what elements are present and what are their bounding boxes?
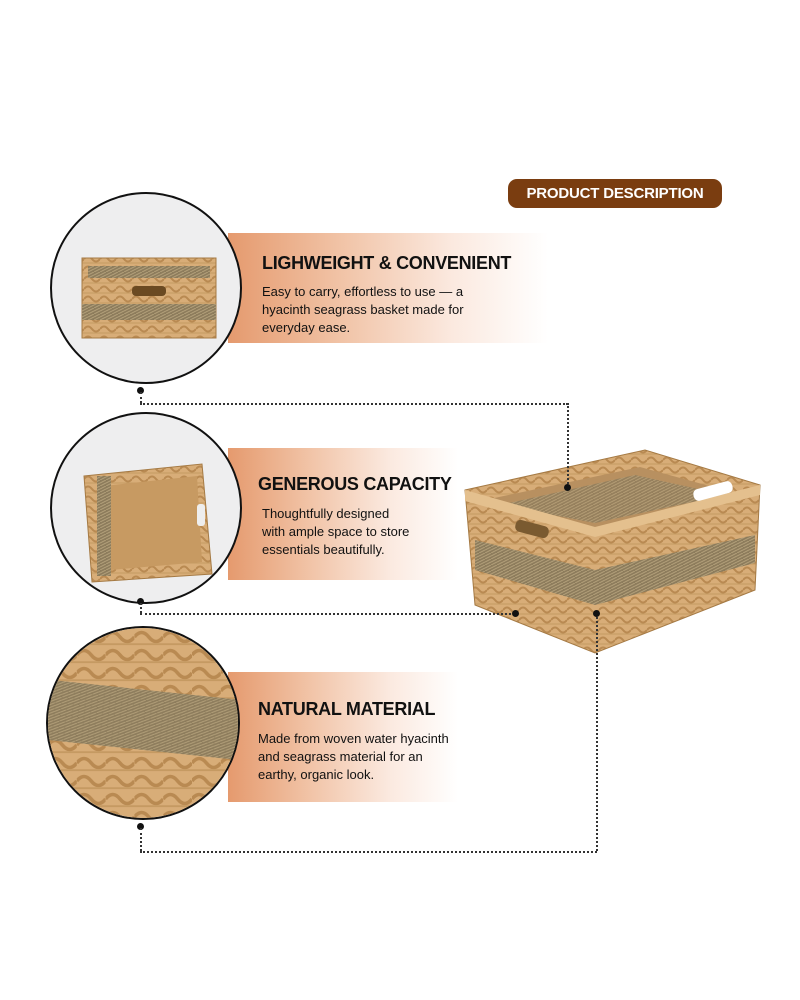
- feature-title: NATURAL MATERIAL: [258, 699, 436, 719]
- connector-line: [567, 403, 569, 487]
- feature-description: Thoughtfully designed with ample space t…: [262, 505, 409, 559]
- desc-line: Made from woven water hyacinth: [258, 731, 449, 746]
- feature-image-capacity: [50, 412, 242, 604]
- main-basket-image: [455, 445, 775, 660]
- feature-band-1: [228, 233, 548, 343]
- connector-dot: [137, 387, 144, 394]
- connector-line: [140, 403, 568, 405]
- desc-line: Easy to carry, effortless to use — a: [262, 284, 464, 299]
- desc-line: Thoughtfully designed: [262, 506, 390, 521]
- desc-line: everyday ease.: [262, 320, 351, 335]
- connector-dot: [593, 610, 600, 617]
- connector-line: [140, 828, 142, 851]
- connector-line: [596, 614, 598, 851]
- feature-title: LIGHWEIGHT & CONVENIENT: [262, 253, 512, 273]
- feature-description: Made from woven water hyacinth and seagr…: [258, 730, 449, 784]
- desc-line: with ample space to store: [262, 524, 410, 539]
- product-description-badge: PRODUCT DESCRIPTION: [508, 179, 722, 208]
- feature-image-lightweight: [50, 192, 242, 384]
- connector-line: [140, 851, 597, 853]
- connector-line: [140, 392, 142, 403]
- feature-image-material: [46, 626, 240, 820]
- connector-dot: [137, 598, 144, 605]
- connector-dot: [137, 823, 144, 830]
- feature-band-3: [228, 672, 458, 802]
- connector-line: [140, 613, 515, 615]
- desc-line: hyacinth seagrass basket made for: [262, 302, 464, 317]
- feature-band-2: [228, 448, 458, 580]
- desc-line: and seagrass material for an: [258, 749, 423, 764]
- feature-description: Easy to carry, effortless to use — a hya…: [262, 283, 464, 337]
- connector-dot: [564, 484, 571, 491]
- connector-line: [140, 603, 142, 613]
- feature-title: GENEROUS CAPACITY: [258, 474, 452, 494]
- desc-line: earthy, organic look.: [258, 767, 375, 782]
- desc-line: essentials beautifully.: [262, 542, 385, 557]
- connector-dot: [512, 610, 519, 617]
